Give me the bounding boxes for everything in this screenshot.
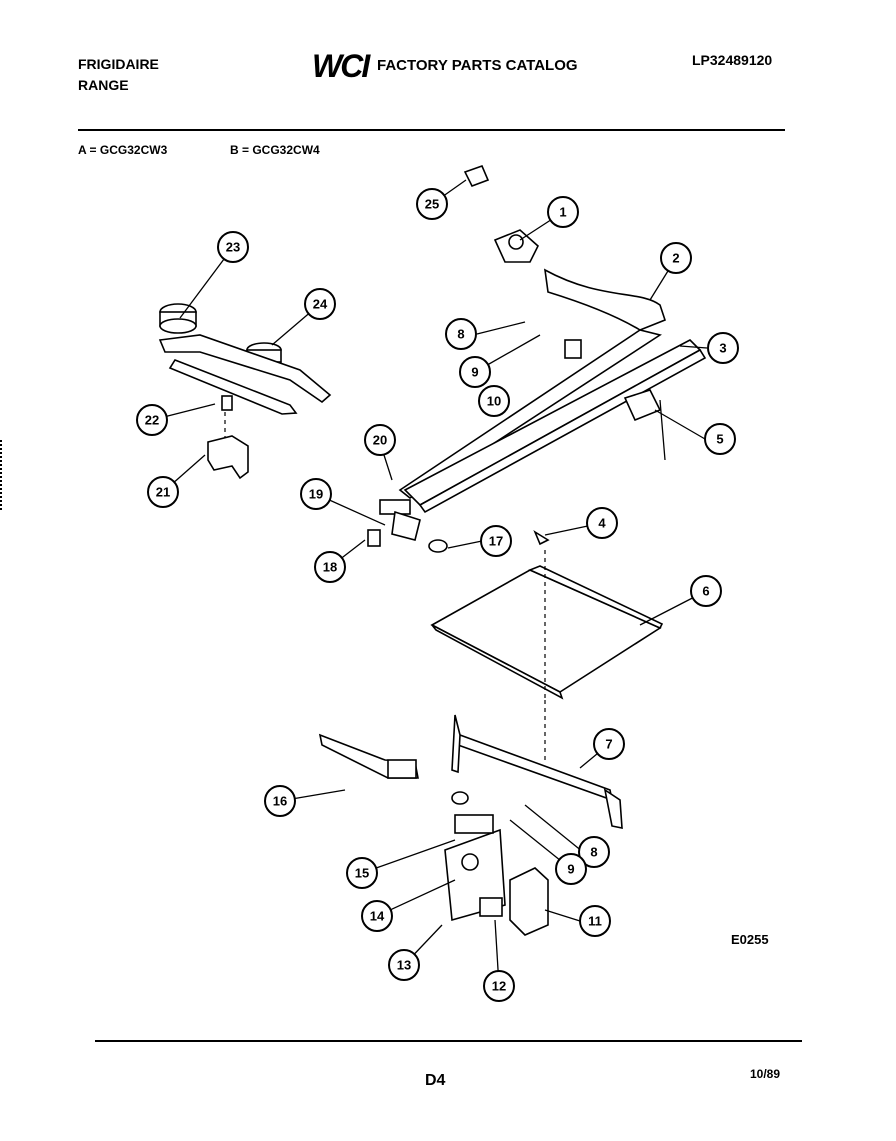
svg-text:4: 4 xyxy=(598,516,606,531)
svg-text:17: 17 xyxy=(489,534,503,549)
svg-text:14: 14 xyxy=(370,909,385,924)
callout-9-upper: 9 xyxy=(459,356,491,388)
callout-11: 11 xyxy=(579,905,611,937)
model-a-label: A = GCG32CW3 xyxy=(78,143,168,157)
clip-25-drawing xyxy=(463,164,490,188)
callout-20: 20 xyxy=(364,424,396,456)
catalog-title: FACTORY PARTS CATALOG xyxy=(377,57,578,74)
callout-10: 10 xyxy=(478,385,510,417)
svg-text:25: 25 xyxy=(425,197,439,212)
svg-text:12: 12 xyxy=(492,979,506,994)
svg-text:15: 15 xyxy=(355,866,369,881)
svg-text:10: 10 xyxy=(487,394,501,409)
svg-text:8: 8 xyxy=(457,327,464,342)
callout-5: 5 xyxy=(704,423,736,455)
callout-23: 23 xyxy=(217,231,249,263)
document-number: LP32489120 xyxy=(692,52,773,68)
callout-18: 18 xyxy=(314,551,346,583)
lower-bracket-drawing xyxy=(318,714,623,829)
catalog-date: 10/89 xyxy=(750,1067,781,1081)
svg-text:1: 1 xyxy=(559,205,566,220)
callout-17: 17 xyxy=(480,525,512,557)
header-divider xyxy=(78,129,785,131)
callout-12: 12 xyxy=(483,970,515,1002)
svg-text:24: 24 xyxy=(313,297,328,312)
callout-9-lower: 9 xyxy=(555,853,587,885)
page-number: D4 xyxy=(425,1072,446,1089)
broiler-shield-drawing xyxy=(430,565,664,700)
svg-text:19: 19 xyxy=(309,487,323,502)
callout-24: 24 xyxy=(304,288,336,320)
callout-3: 3 xyxy=(707,332,739,364)
callout-8-upper: 8 xyxy=(445,318,477,350)
callout-7: 7 xyxy=(593,728,625,760)
model-b-label: B = GCG32CW4 xyxy=(230,143,320,157)
svg-text:22: 22 xyxy=(145,413,159,428)
svg-text:9: 9 xyxy=(471,365,478,380)
brand-label: FRIGIDAIRE xyxy=(78,56,159,72)
svg-text:18: 18 xyxy=(323,560,337,575)
callout-2: 2 xyxy=(660,242,692,274)
callout-13: 13 xyxy=(388,949,420,981)
callout-15: 15 xyxy=(346,857,378,889)
svg-text:5: 5 xyxy=(716,432,723,447)
callout-21: 21 xyxy=(147,476,179,508)
callout-25: 25 xyxy=(416,188,448,220)
callout-4: 4 xyxy=(586,507,618,539)
svg-text:16: 16 xyxy=(273,794,287,809)
burner-assembly-drawing xyxy=(158,303,332,415)
svg-text:23: 23 xyxy=(226,240,240,255)
svg-text:8: 8 xyxy=(590,845,597,860)
svg-text:7: 7 xyxy=(605,737,612,752)
callout-1: 1 xyxy=(547,196,579,228)
valve-parts-drawing xyxy=(367,454,550,553)
svg-text:9: 9 xyxy=(567,862,574,877)
scan-edge-mark xyxy=(0,440,8,510)
callout-6: 6 xyxy=(690,575,722,607)
manifold-rail-drawing xyxy=(403,339,707,514)
svg-text:20: 20 xyxy=(373,433,387,448)
oven-valve-drawing xyxy=(444,791,549,936)
callout-19: 19 xyxy=(300,478,332,510)
callout-8-lower: 8 xyxy=(578,836,610,868)
callout-22: 22 xyxy=(136,404,168,436)
burner-bracket-drawing xyxy=(207,395,249,480)
svg-text:2: 2 xyxy=(672,251,679,266)
ignition-switch-drawing xyxy=(623,389,666,461)
callout-16: 16 xyxy=(264,785,296,817)
product-label: RANGE xyxy=(78,77,129,93)
callout-14: 14 xyxy=(361,900,393,932)
svg-text:21: 21 xyxy=(156,485,170,500)
footer-divider xyxy=(95,1040,802,1042)
svg-text:3: 3 xyxy=(719,341,726,356)
svg-text:11: 11 xyxy=(588,914,602,929)
svg-text:13: 13 xyxy=(397,958,411,973)
svg-text:6: 6 xyxy=(702,584,709,599)
wci-logo: WCI xyxy=(312,48,370,84)
manifold-drawing xyxy=(398,229,666,499)
diagram-code: E0255 xyxy=(731,932,769,947)
